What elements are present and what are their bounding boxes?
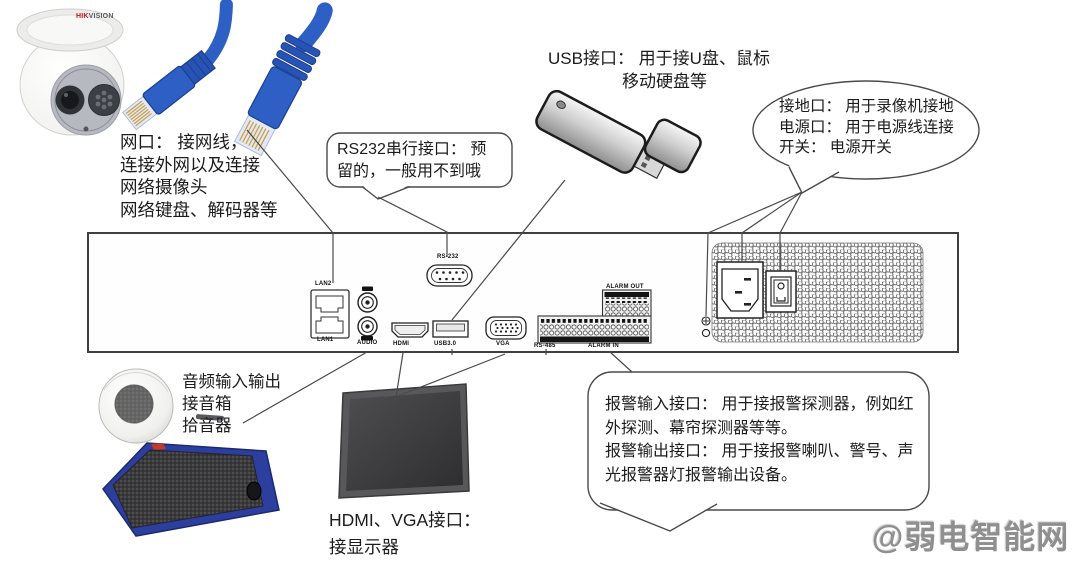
lan-ports <box>310 289 350 339</box>
annotation-line: RS232串行接口： 预 <box>337 141 487 158</box>
leader-lines <box>242 129 803 424</box>
camera-brand-logo: HIKVISION <box>76 13 114 20</box>
rs232-port <box>426 264 473 287</box>
leader-hdmi <box>395 352 404 398</box>
nvr-rear-panel <box>87 232 959 355</box>
port-label-alarm-in: ALARM IN <box>588 342 619 349</box>
camera-brand-gray: VISION <box>88 13 114 20</box>
annotation-line: 开关： 电源开关 <box>779 139 892 156</box>
port-label-alarm-out: ALARM OUT <box>606 284 644 290</box>
alarm-annotation: 报警输入接口： 用于接报警探测器，例如红 外探测、幕帘探测器等等。 报警输出接口… <box>605 393 913 487</box>
rs232-callout-bubble <box>326 132 513 200</box>
leader-power-switch <box>779 191 803 271</box>
annotation-line: 音频输入输出 <box>182 373 281 391</box>
power-inlet <box>716 261 764 319</box>
usb-annotation: USB接口： 用于接U盘、鼠标 移动硬盘等 <box>548 47 770 93</box>
annotation-line: 光报警器灯报警输出设备。 <box>605 466 798 484</box>
annotation-line: 网络摄像头 <box>120 177 208 197</box>
annotation-line: 报警输出接口： 用于接报警喇叭、警号、声 <box>605 443 914 460</box>
annotation-line: 报警输入接口： 用于接报警探测器，例如红 <box>605 396 914 413</box>
audio-annotation: 音频输入输出 接音箱 拾音器 <box>182 371 281 437</box>
power-annotation: 接地口： 用于录像机接地 电源口： 用于电源线连接 开关： 电源开关 <box>779 97 954 159</box>
annotation-line: 接音箱 <box>182 395 232 413</box>
ethernet-cable-image <box>122 0 333 157</box>
annotation-line: HDMI、VGA接口： <box>329 510 481 530</box>
alarm-callout-bubble <box>587 371 930 532</box>
leader-audio <box>242 351 368 424</box>
power-switch <box>765 270 797 313</box>
leader-cable-to-lan <box>246 129 334 283</box>
port-label-lan1: LAN1 <box>317 337 334 343</box>
camera-brand-red: HIK <box>76 13 89 20</box>
leader-ground <box>705 191 803 317</box>
display-annotation: HDMI、VGA接口： 接显示器 <box>329 507 481 561</box>
annotation-line: 电源口： 用于电源线连接 <box>779 118 954 136</box>
annotation-line: 连接外网以及连接 <box>120 154 260 175</box>
rs232-annotation: RS232串行接口： 预 留的，一般用不到哦 <box>337 139 486 183</box>
leader-vga <box>397 353 506 397</box>
vga-port <box>485 316 527 340</box>
hdmi-port <box>391 322 429 338</box>
annotation-line: 网口： 接网线， <box>120 132 248 152</box>
usb-flash-drive-image <box>535 89 702 180</box>
port-label-rs485: RS-485 <box>534 342 556 349</box>
port-label-usb3: USB3.0 <box>434 341 457 347</box>
monitor-image <box>338 383 470 499</box>
alarm-out-terminal <box>601 289 652 318</box>
watermark: @弱电智能网 <box>872 519 1070 555</box>
port-label-audio: AUDIO <box>357 340 378 346</box>
speaker-image <box>102 414 280 537</box>
annotation-line: 拾音器 <box>182 417 232 435</box>
ground-screw <box>701 316 711 338</box>
audio-rca-jacks <box>357 286 378 341</box>
leader-power-inlet <box>741 191 803 262</box>
microphone-puck-image <box>98 368 174 444</box>
annotation-line: 移动硬盘等 <box>622 72 707 91</box>
net-port-annotation: 网口： 接网线， 连接外网以及连接 网络摄像头 网络键盘、解码器等 <box>120 131 278 221</box>
rs485-alarm-in-terminal <box>537 315 652 344</box>
port-label-hdmi: HDMI <box>393 341 410 347</box>
annotation-line: 留的，一般用不到哦 <box>337 163 482 180</box>
port-label-rs232: RS-232 <box>437 254 459 260</box>
port-label-lan2: LAN2 <box>315 281 332 287</box>
annotation-line: 外探测、幕帘探测器等等。 <box>605 419 798 437</box>
leader-rs232 <box>377 196 448 257</box>
annotation-line: USB接口： 用于接U盘、鼠标 <box>548 49 770 68</box>
annotation-line: 接地口： 用于录像机接地 <box>779 98 954 115</box>
dome-camera-image <box>16 8 125 136</box>
annotation-line: 接显示器 <box>329 537 399 557</box>
vent-grille <box>711 242 924 343</box>
leader-usb <box>451 179 566 321</box>
annotation-line: 网络键盘、解码器等 <box>120 199 278 220</box>
leader-alarm <box>609 351 633 373</box>
port-label-vga: VGA <box>496 341 510 347</box>
usb3-port <box>432 320 469 338</box>
